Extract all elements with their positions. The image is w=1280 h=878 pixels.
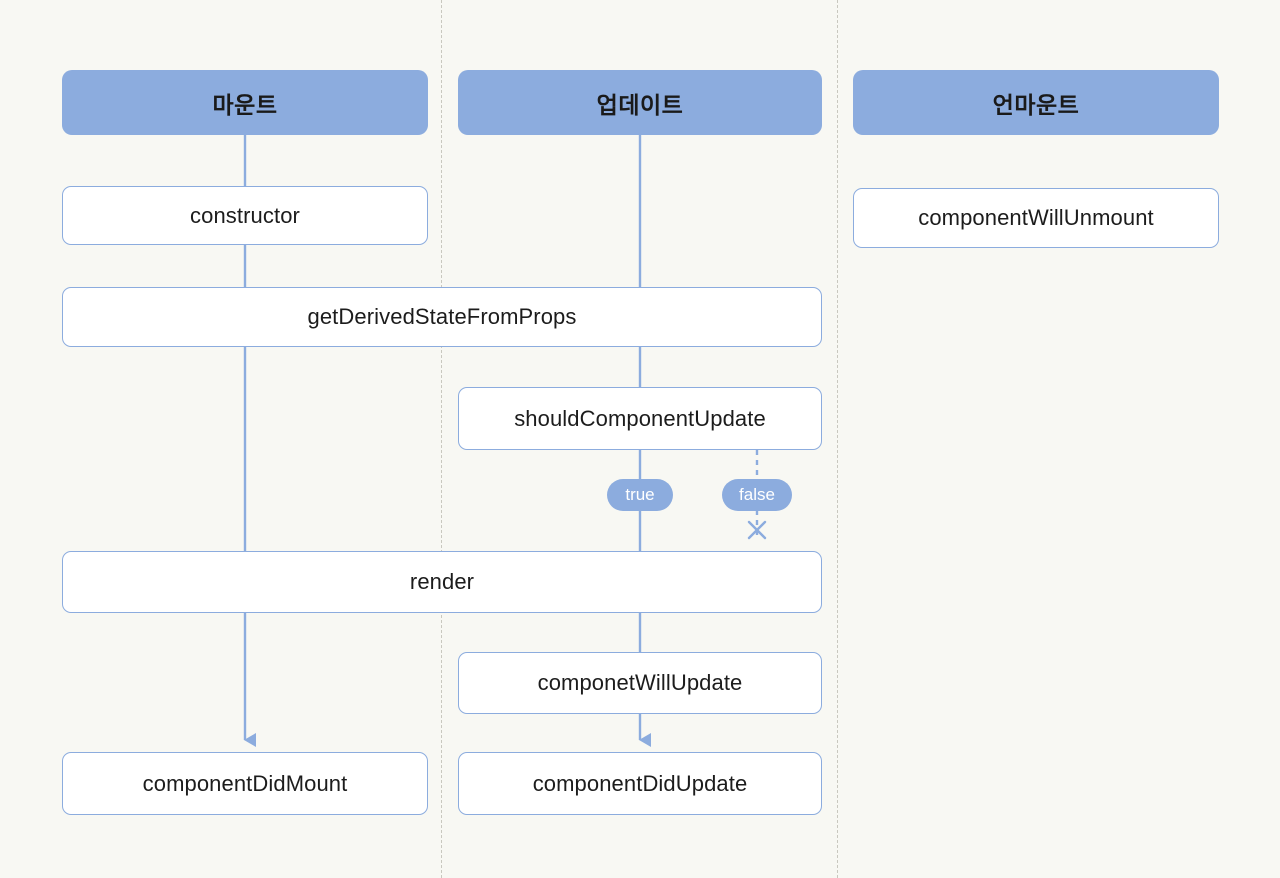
- column-divider-update-unmount: [837, 0, 838, 878]
- x-mark-icon: [747, 520, 767, 540]
- column-header-unmount: 언마운트: [853, 70, 1219, 135]
- branch-label-false: false: [722, 479, 792, 511]
- node-component-will-unmount[interactable]: componentWillUnmount: [853, 188, 1219, 248]
- node-component-did-update[interactable]: componentDidUpdate: [458, 752, 822, 815]
- column-divider-mount-update: [441, 0, 442, 878]
- branch-label-true: true: [607, 479, 673, 511]
- column-header-update: 업데이트: [458, 70, 822, 135]
- node-component-did-mount[interactable]: componentDidMount: [62, 752, 428, 815]
- node-componet-will-update[interactable]: componetWillUpdate: [458, 652, 822, 714]
- node-render[interactable]: render: [62, 551, 822, 613]
- column-header-mount: 마운트: [62, 70, 428, 135]
- node-should-component-update[interactable]: shouldComponentUpdate: [458, 387, 822, 450]
- node-get-derived-state-from-props[interactable]: getDerivedStateFromProps: [62, 287, 822, 347]
- node-constructor[interactable]: constructor: [62, 186, 428, 245]
